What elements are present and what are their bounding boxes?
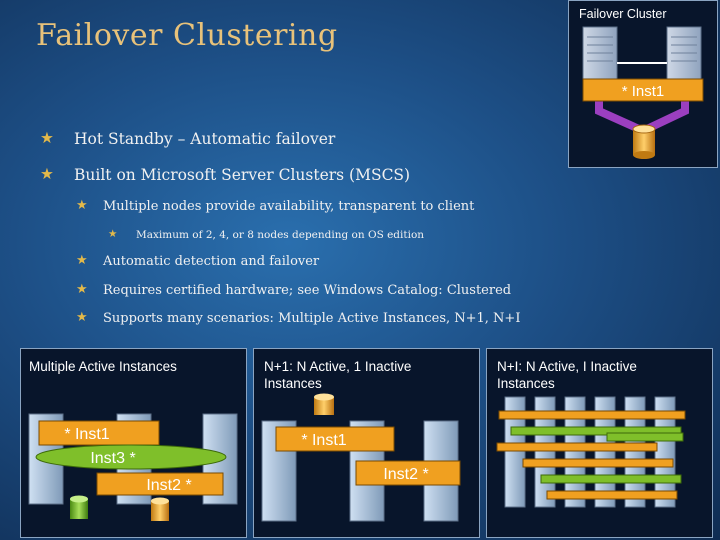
instance-label: * Inst1	[64, 426, 109, 443]
multi-active-graphic: * Inst1 Inst3 * Inst2 *	[28, 413, 238, 521]
failover-cluster-diagram: Failover Cluster * Inst1	[568, 0, 718, 168]
instance-label: Inst3 *	[90, 450, 135, 467]
bullet-text: Multiple nodes provide availability, tra…	[103, 199, 475, 214]
panel-n-plus-1: N+1: N Active, 1 Inactive Instances * In…	[253, 348, 480, 538]
server-icon	[666, 26, 702, 82]
instance-label: Inst2 *	[146, 477, 191, 494]
slide-title: Failover Clustering	[36, 18, 338, 53]
instance-bar	[275, 426, 395, 452]
instance-label: Inst2 *	[383, 466, 428, 483]
instance-bar	[522, 458, 674, 468]
instance-bar	[546, 490, 678, 500]
star-icon: ★	[76, 253, 88, 268]
bullet-text: Built on Microsoft Server Clusters (MSCS…	[74, 166, 411, 184]
panel-caption: N+I: N Active, I Inactive Instances	[497, 359, 637, 391]
instance-label: * Inst1	[301, 432, 346, 449]
star-icon: ★	[76, 282, 88, 297]
star-icon: ★	[76, 198, 88, 213]
instance-bar	[498, 410, 686, 420]
n-plus-i-graphic	[496, 396, 686, 508]
cluster-graphic: * Inst1	[582, 26, 704, 159]
star-icon: ★	[40, 129, 54, 147]
panel-caption: N+1: N Active, 1 Inactive Instances	[264, 359, 412, 391]
star-icon: ★	[76, 310, 88, 325]
panel-n-plus-i: N+I: N Active, I Inactive Instances	[486, 348, 713, 538]
bullet-text: Requires certified hardware; see Windows…	[103, 283, 512, 298]
bullet-text: Automatic detection and failover	[103, 254, 320, 269]
instance-bar	[582, 78, 704, 102]
bullet-text: Hot Standby – Automatic failover	[74, 130, 336, 148]
bullet-text: Supports many scenarios: Multiple Active…	[103, 311, 521, 326]
instance-bar	[540, 474, 682, 484]
instance-bar	[96, 472, 224, 496]
instance-label: * Inst1	[622, 83, 665, 100]
instance-bar	[38, 420, 160, 446]
instance-bar	[355, 460, 461, 486]
panel-multiple-active: Multiple Active Instances * Inst1 Inst3 …	[20, 348, 247, 538]
panel-caption: Multiple Active Instances	[29, 359, 177, 374]
bullet-text: Maximum of 2, 4, or 8 nodes depending on…	[136, 229, 425, 241]
instance-bar	[496, 442, 658, 452]
instance-bar	[510, 426, 682, 436]
n-plus-1-graphic: * Inst1 Inst2 *	[261, 393, 461, 522]
server-icon	[504, 396, 526, 508]
storage-icon	[151, 497, 169, 521]
storage-icon	[314, 393, 334, 415]
storage-icon	[70, 495, 88, 519]
server-icon	[582, 26, 618, 82]
star-icon: ★	[40, 165, 54, 183]
storage-icon	[632, 124, 656, 159]
instance-bar	[35, 444, 227, 470]
diagram-caption: Failover Cluster	[579, 7, 667, 21]
star-icon: ★	[108, 228, 118, 240]
instance-bar	[606, 432, 684, 442]
